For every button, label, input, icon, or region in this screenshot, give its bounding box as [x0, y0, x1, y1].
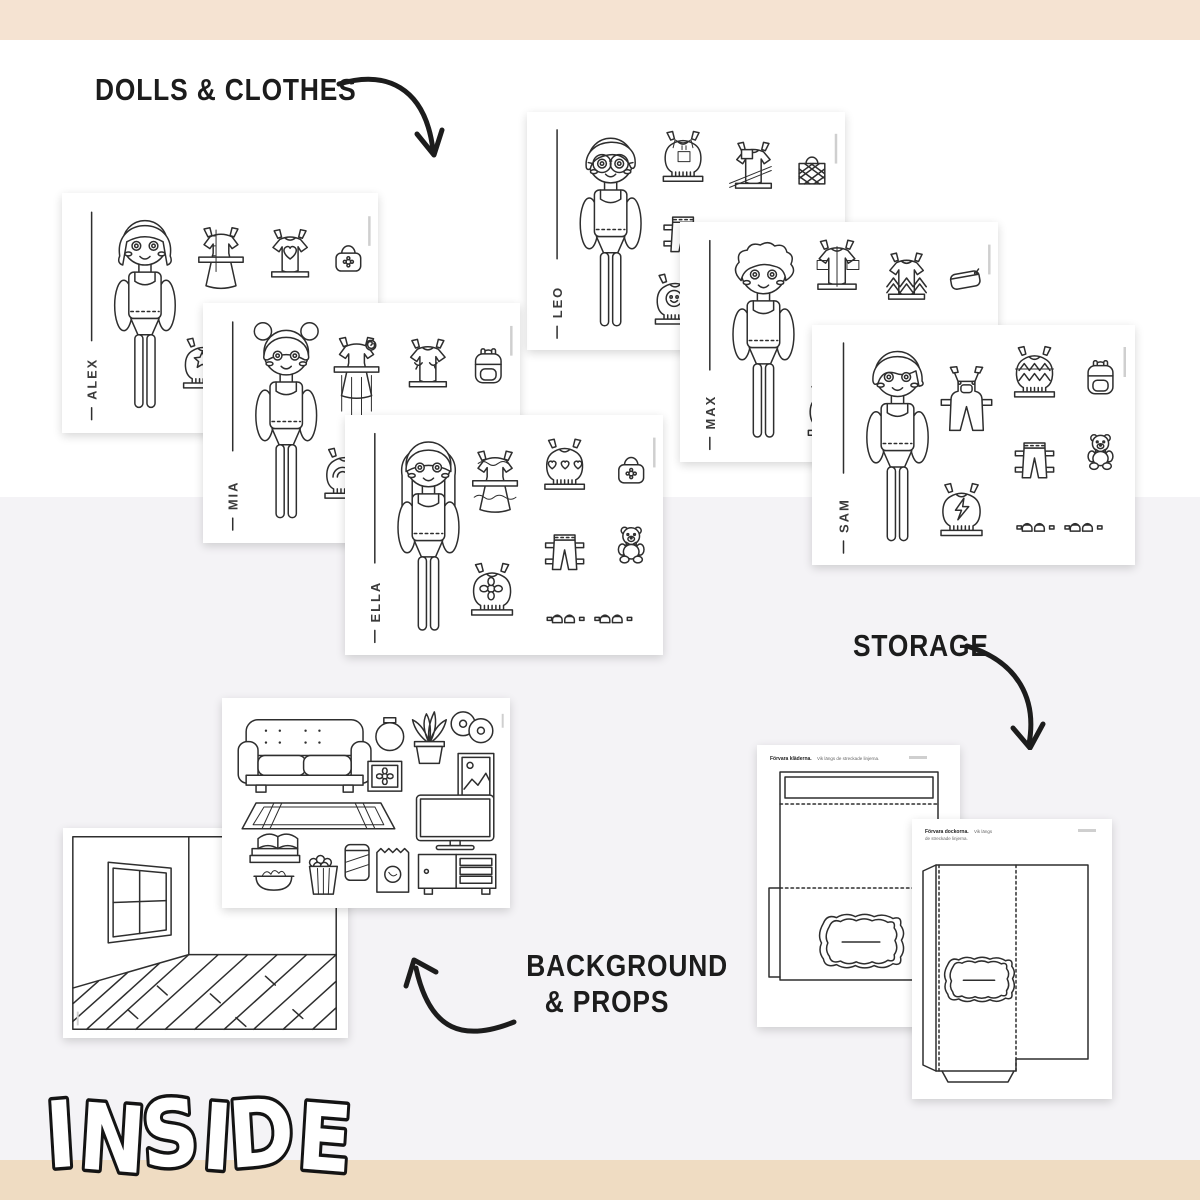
storage1-subtitle: Vik längs de streckade linjerna.: [817, 756, 879, 761]
doll-sheet-ella: ELLA: [345, 415, 663, 655]
vase: [376, 718, 404, 751]
storage-arrow-icon: [963, 640, 1048, 750]
poster: [458, 753, 494, 799]
soda-can: [345, 845, 369, 881]
top-band: [0, 0, 1200, 40]
sheet-name-max: MAX: [703, 395, 718, 430]
storage-sheet-dolls: Förvara dockorna. Vik längs de streckade…: [912, 819, 1112, 1099]
window: [108, 862, 171, 943]
rug: [242, 803, 395, 829]
props-sheet: [222, 698, 510, 908]
bottom-band: [0, 1160, 1200, 1200]
sheet-name-mia: MIA: [226, 481, 241, 511]
dolls-clothes-arrow-icon: [335, 68, 450, 163]
background-props-arrow-icon: [402, 952, 517, 1037]
television: [417, 795, 494, 849]
books: [250, 834, 300, 862]
tv-stand: [419, 855, 496, 895]
popcorn: [310, 856, 338, 895]
floor-planks: [73, 955, 336, 1030]
storage2-subtitle2: de streckade linjerna.: [925, 836, 968, 841]
potted-plant: [413, 712, 447, 764]
doll-sheet-sam: SAM: [812, 325, 1135, 565]
storage2-title: Förvara dockorna.: [925, 829, 969, 835]
dolls-clothes-label: DOLLS & CLOTHES: [95, 72, 357, 107]
chips-bag: [377, 849, 409, 893]
sheet-name-leo: LEO: [550, 286, 565, 318]
storage2-subtitle: Vik längs: [974, 829, 993, 834]
sheet-name-alex: ALEX: [85, 358, 100, 400]
picture-frame: [368, 761, 402, 791]
sofa: [238, 720, 371, 792]
background-props-label: BACKGROUND & PROPS: [526, 948, 728, 1020]
sheet-name-sam: SAM: [837, 498, 852, 533]
snack-bowl: [254, 871, 294, 891]
cds: [451, 712, 493, 743]
background-props-line2: & PROPS: [544, 984, 670, 1019]
inside-text: INSIDE: [42, 1079, 356, 1190]
sheet-name-ella: ELLA: [368, 581, 383, 623]
storage1-title: Förvara kläderna.: [770, 756, 812, 762]
background-props-line1: BACKGROUND: [526, 948, 728, 983]
inside-wordmark: INSIDE: [42, 1078, 359, 1190]
